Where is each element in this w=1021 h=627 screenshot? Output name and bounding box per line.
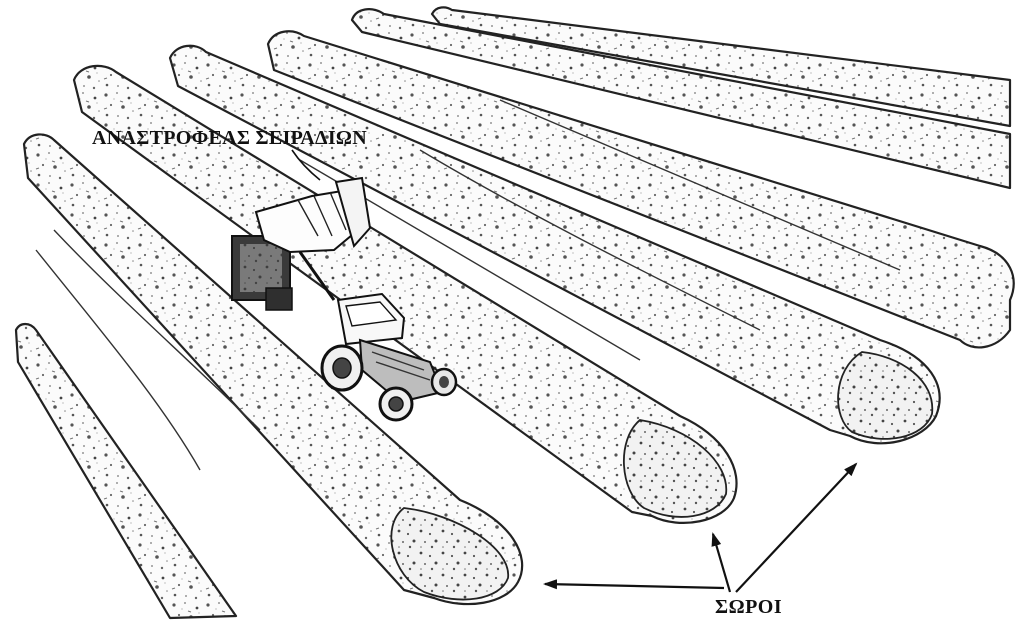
arrow-to-pile-4 xyxy=(736,464,856,592)
turner-support xyxy=(266,288,292,310)
windrow-turner-label: ΑΝΑΣΤΡΟΦΕΑΣ ΣΕΙΡΑΔΙΩΝ xyxy=(92,128,367,148)
arrow-to-pile-3 xyxy=(713,534,730,592)
piles-label: ΣΩΡΟΙ xyxy=(715,597,782,617)
windrow-piles xyxy=(16,7,1014,618)
arrow-to-pile-2 xyxy=(545,584,724,588)
